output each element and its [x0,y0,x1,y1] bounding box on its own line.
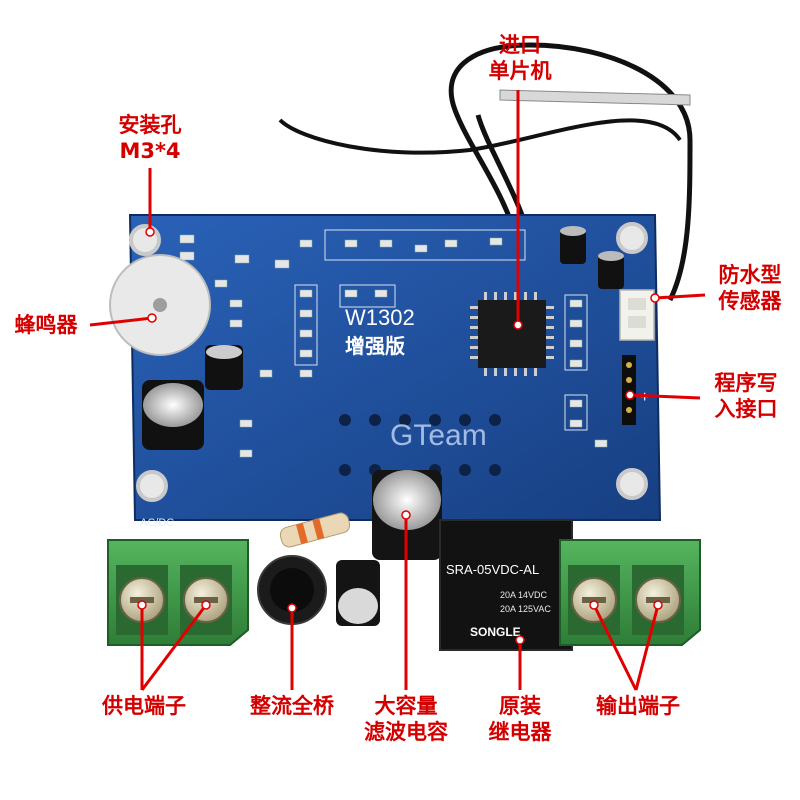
label-power-terminal: 供电端子 [102,694,186,718]
pointer-lines [89,90,706,691]
relay: SRA-05VDC-AL 20A 14VDC 20A 125VAC SONGLE [439,519,573,651]
rectifier-diode [279,512,351,548]
relay-rating-1: 20A 14VDC [500,590,548,600]
pcb-board: W1302 增强版 GTeam AC/DC + [128,214,662,529]
label-relay: 原装继电器 [488,694,552,744]
plus-silkscreen: + [640,389,649,406]
relay-rating-2: 20A 125VAC [500,604,551,614]
board-model-text: W1302 [345,305,415,330]
relay-brand-text: SONGLE [470,625,521,639]
acdc-silkscreen: AC/DC [140,517,174,529]
label-program-port: 程序写入接口 [714,371,778,421]
mcu-chip [470,292,554,376]
label-output-terminal: 输出端子 [596,694,680,718]
capacitor-left [142,345,243,450]
output-terminal-block [559,539,701,646]
label-rectifier: 整流全桥 [250,694,334,718]
program-port-header [622,355,636,425]
sensor-connector [619,289,655,341]
watermark-text: GTeam [390,419,487,452]
relay-model-text: SRA-05VDC-AL [446,562,539,577]
mount-hole-bottom-left [136,470,168,502]
mount-hole-top-left [129,224,161,256]
label-buzzer: 蜂鸣器 [14,313,78,337]
buzzer [109,254,211,356]
capacitors-top-right [560,226,624,289]
mount-hole-bottom-right [616,468,648,500]
label-capacitor: 大容量滤波电容 [364,694,448,744]
label-mcu: 进口单片机 [488,33,552,83]
label-sensor: 防水型传感器 [718,263,782,313]
filter-capacitor [336,470,442,626]
power-terminal-block [107,539,249,646]
mount-hole-top-right [616,222,648,254]
board-edition-text: 增强版 [345,334,405,358]
